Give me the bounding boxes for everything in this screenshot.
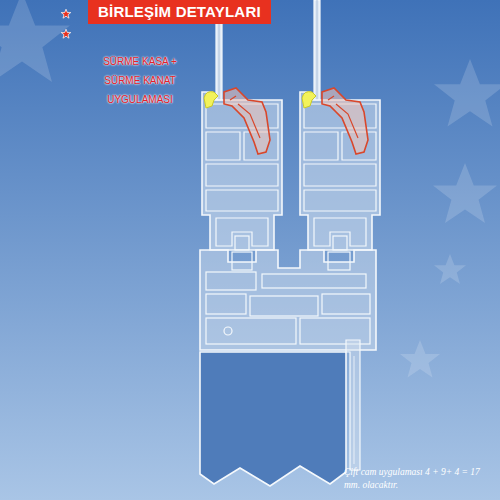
caption-note: Çift cam uygulaması 4 + 9+ 4 = 17 mm. ol… — [344, 466, 484, 492]
title-band: BİRLEŞİM DETAYLARI — [88, 0, 271, 24]
callout-label: SÜRME KASA + SÜRME KANAT UYGULAMASI — [92, 52, 188, 109]
title-text: BİRLEŞİM DETAYLARI — [98, 3, 261, 20]
